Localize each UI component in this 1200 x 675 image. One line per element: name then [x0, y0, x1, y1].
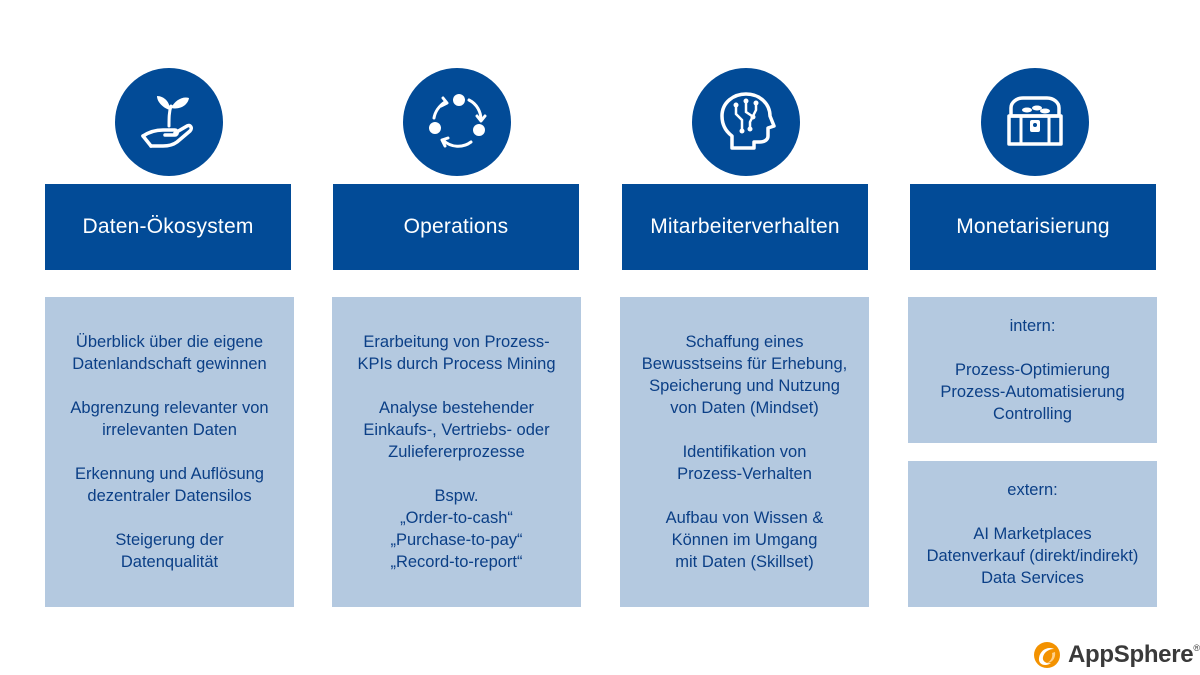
card-line: Controlling — [993, 405, 1072, 423]
card-line: KPIs durch Process Mining — [357, 355, 556, 373]
registered-mark: ® — [1193, 643, 1200, 653]
brain-head-icon — [720, 92, 776, 150]
card-line: Prozess-Optimierung — [955, 361, 1110, 379]
card-line: Bspw. — [434, 487, 479, 505]
card-line: Datenqualität — [120, 553, 219, 571]
extern-label: extern: — [1007, 479, 1057, 501]
card-paragraph: Schaffung eines Bewusstseins für Erhebun… — [642, 331, 847, 419]
card-paragraph: Identifikation von Prozess-Verhalten — [677, 441, 812, 485]
card-line: Erarbeitung von Prozess- — [363, 333, 550, 351]
card-line: Speicherung und Nutzung — [649, 377, 840, 395]
card-line: Prozess-Verhalten — [677, 465, 812, 483]
hand-plant-icon — [141, 96, 193, 148]
card-line: Steigerung der — [115, 531, 224, 549]
card-line: „Order-to-cash“ — [400, 509, 513, 527]
card-line: extern: — [1007, 481, 1058, 499]
behavior-icon-circle — [692, 68, 800, 176]
card-line: Bewusstseins für Erhebung, — [641, 355, 848, 373]
card-line: mit Daten (Skillset) — [675, 553, 814, 571]
card-line: dezentraler Datensilos — [87, 487, 252, 505]
card-line: Überblick über die eigene — [75, 333, 264, 351]
card-line: Abgrenzung relevanter von — [70, 399, 269, 417]
appsphere-logo-mark-icon — [1034, 642, 1060, 668]
card-line: von Daten (Mindset) — [670, 399, 819, 417]
card-line: AI Marketplaces — [973, 525, 1092, 543]
card-line: „Record-to-report“ — [390, 553, 523, 571]
card-daten-oekosystem: Überblick über die eigene Datenlandschaf… — [45, 297, 294, 607]
treasure-chest-icon — [1007, 96, 1063, 146]
card-line: Können im Umgang — [671, 531, 818, 549]
header-operations: Operations — [333, 184, 579, 270]
card-line: Einkaufs-, Vertriebs- oder — [363, 421, 550, 439]
card-line: Zuliefererprozesse — [388, 443, 525, 461]
card-text: Datenverkauf — [926, 547, 1025, 565]
card-paragraph: Bspw. „Order-to-cash“ „Purchase-to-pay“ … — [390, 485, 522, 573]
card-line: Schaffung eines — [685, 333, 804, 351]
operations-icon-circle — [403, 68, 511, 176]
monetization-icon-circle — [981, 68, 1089, 176]
card-line: Identifikation von — [682, 443, 807, 461]
appsphere-logo: AppSphere® — [1032, 638, 1200, 672]
card-line: Analyse bestehender — [378, 399, 534, 417]
card-paragraph: Prozess-Optimierung Prozess-Automatisier… — [940, 359, 1124, 425]
card-line: irrelevanten Daten — [102, 421, 237, 439]
card-monetarisierung-intern: intern: Prozess-Optimierung Prozess-Auto… — [908, 297, 1157, 443]
card-paragraph: Analyse bestehender Einkaufs-, Vertriebs… — [363, 397, 549, 463]
card-line: Erkennung und Auflösung — [75, 465, 264, 483]
card-text-light: (direkt/indirekt) — [1029, 547, 1139, 565]
card-line: „Purchase-to-pay“ — [390, 531, 523, 549]
card-paragraph: Erarbeitung von Prozess- KPIs durch Proc… — [357, 331, 555, 375]
appsphere-logo-text: AppSphere® — [1068, 641, 1200, 669]
intern-label: intern: — [1010, 315, 1056, 337]
card-line: Datenlandschaft gewinnen — [72, 355, 267, 373]
header-mitarbeiterverhalten: Mitarbeiterverhalten — [622, 184, 868, 270]
card-paragraph: Erkennung und Auflösung dezentraler Date… — [75, 463, 264, 507]
card-paragraph: Überblick über die eigene Datenlandschaf… — [72, 331, 266, 375]
card-line: intern: — [1009, 317, 1056, 335]
card-monetarisierung-extern: extern: AI Marketplaces Datenverkauf (di… — [908, 461, 1157, 607]
card-operations: Erarbeitung von Prozess- KPIs durch Proc… — [332, 297, 581, 607]
card-line: Datenverkauf (direkt/indirekt) — [927, 545, 1139, 567]
card-mitarbeiterverhalten: Schaffung eines Bewusstseins für Erhebun… — [620, 297, 869, 607]
card-paragraph: Aufbau von Wissen & Können im Umgang mit… — [666, 507, 824, 573]
card-paragraph: Steigerung der Datenqualität — [115, 529, 223, 573]
process-cycle-icon — [429, 94, 487, 148]
card-paragraph: AI Marketplaces Datenverkauf (direkt/ind… — [927, 523, 1139, 589]
card-line: Aufbau von Wissen & — [665, 509, 824, 527]
header-daten-oekosystem: Daten-Ökosystem — [45, 184, 291, 270]
ecosystem-icon-circle — [115, 68, 223, 176]
card-line: Prozess-Automatisierung — [940, 383, 1125, 401]
card-paragraph: Abgrenzung relevanter von irrelevanten D… — [70, 397, 268, 441]
card-line: Data Services — [981, 569, 1084, 587]
logo-name: AppSphere — [1068, 641, 1194, 668]
header-monetarisierung: Monetarisierung — [910, 184, 1156, 270]
